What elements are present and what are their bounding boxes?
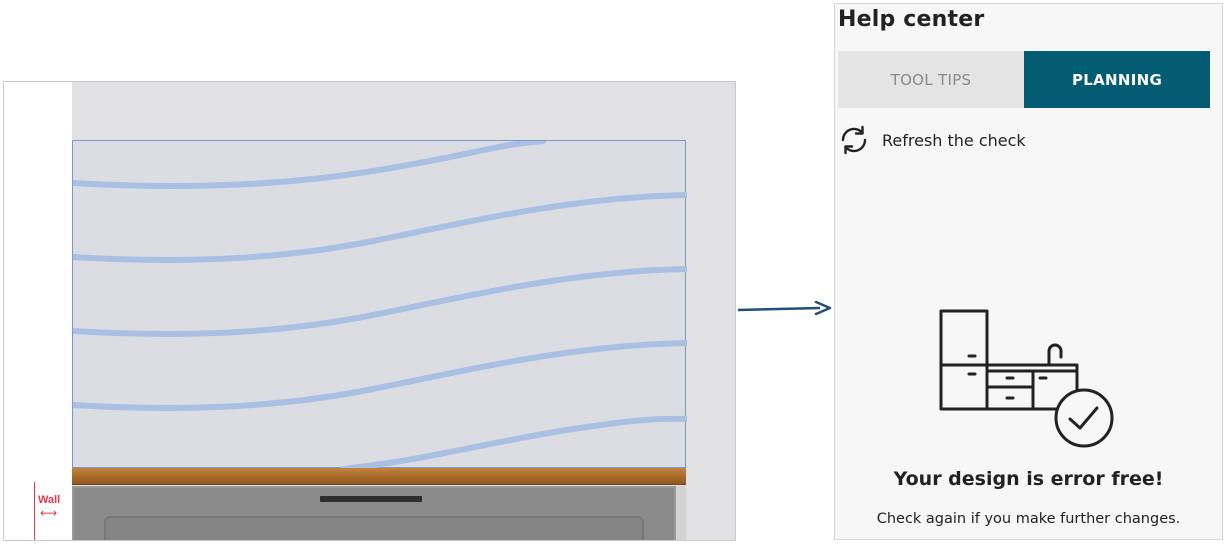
wall-marker-line bbox=[34, 482, 35, 540]
tab-tool-tips[interactable]: TOOL TIPS bbox=[838, 51, 1024, 108]
cabinet-handle bbox=[320, 496, 422, 502]
backsplash-panel[interactable] bbox=[72, 140, 687, 469]
cabinet-side-gap bbox=[676, 486, 686, 540]
wall-elevation-preview[interactable]: Wall ⟷ bbox=[3, 81, 736, 541]
refresh-check-label: Refresh the check bbox=[882, 130, 1026, 150]
kitchen-check-illustration bbox=[939, 309, 1114, 448]
arrow-right-icon bbox=[737, 300, 832, 316]
wall-marker: Wall ⟷ bbox=[34, 482, 74, 540]
refresh-check-button[interactable]: Refresh the check bbox=[838, 124, 1026, 156]
help-center-panel: Help center TOOL TIPS PLANNING Refresh t… bbox=[834, 3, 1223, 540]
help-tabs: TOOL TIPS PLANNING bbox=[838, 51, 1210, 108]
status-title: Your design is error free! bbox=[893, 468, 1164, 490]
refresh-icon bbox=[841, 125, 867, 155]
cabinet-door-panel bbox=[104, 516, 644, 540]
status-subtitle: Check again if you make further changes. bbox=[876, 511, 1181, 527]
double-arrow-icon: ⟷ bbox=[40, 506, 58, 520]
help-center-title: Help center bbox=[838, 7, 985, 32]
base-cabinet[interactable] bbox=[72, 486, 676, 540]
wall-marker-label: Wall bbox=[38, 494, 61, 506]
countertop[interactable] bbox=[72, 468, 686, 485]
wave-pattern bbox=[73, 141, 687, 469]
tab-planning[interactable]: PLANNING bbox=[1024, 51, 1210, 108]
